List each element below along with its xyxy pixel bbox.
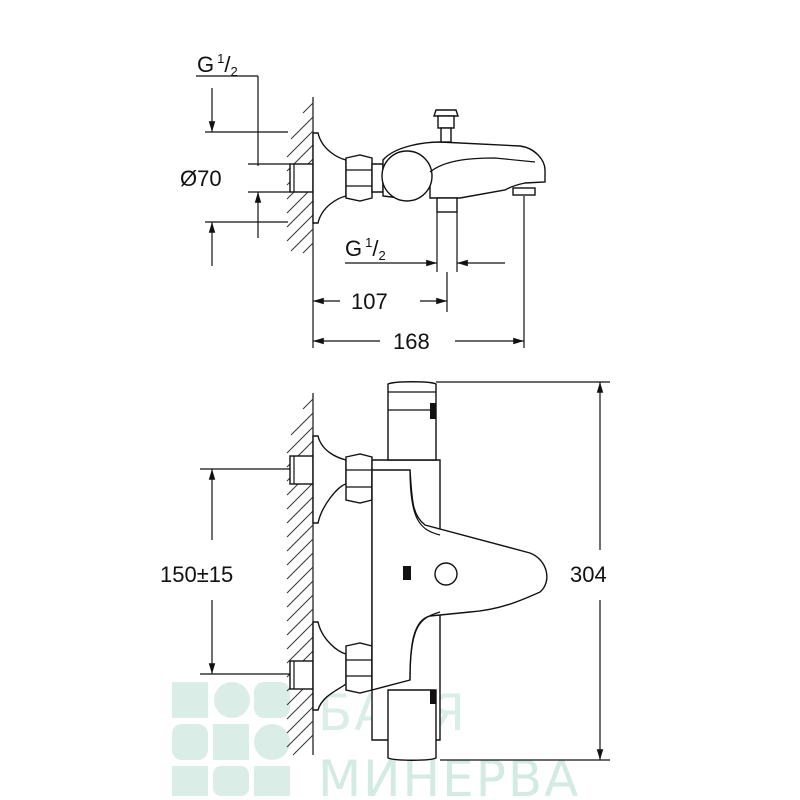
upper-connection (289, 435, 373, 524)
spout-front (371, 469, 548, 691)
dim-height: 304 (436, 381, 610, 761)
dim-height-label: 304 (570, 562, 607, 587)
thread-bottom-sub: 2 (378, 248, 385, 263)
dim-168-label: 168 (393, 329, 430, 354)
diameter-label: Ø70 (180, 166, 222, 191)
diverter-button (434, 562, 458, 586)
indicator-mark (403, 566, 411, 580)
diverter-knob (433, 109, 459, 143)
dim-spacing: 150±15 (160, 468, 290, 675)
front-view: 150±15 304 (160, 381, 610, 761)
handle-marker (430, 403, 436, 419)
thermostat-handle (387, 381, 437, 461)
dim-107: 107 (312, 255, 448, 348)
svg-text:G1/2: G1/2 (197, 51, 238, 79)
dim-168: 168 (313, 196, 525, 354)
hex-nut (345, 154, 373, 202)
thread-bottom-main: G (345, 236, 362, 261)
svg-text:G1/2: G1/2 (345, 235, 386, 263)
flow-handle (387, 689, 437, 761)
thread-top-main: G (197, 52, 214, 77)
dim-107-label: 107 (351, 289, 388, 314)
watermark-logo-icon (172, 682, 290, 796)
spout-outlet (512, 187, 536, 196)
watermark-line2: МИНЕРВА (318, 750, 580, 800)
escutcheon (312, 132, 347, 224)
thread-top-sub: 2 (230, 64, 237, 79)
shower-outlet (436, 197, 458, 213)
temperature-handle (381, 150, 433, 202)
thread-bottom-sup: 1 (365, 235, 372, 250)
dim-diameter: Ø70 (180, 163, 290, 266)
lower-connection (289, 621, 373, 711)
wall-hatch-front (286, 393, 314, 756)
thread-top-sup: 1 (217, 51, 224, 66)
dim-spacing-label: 150±15 (160, 562, 233, 587)
